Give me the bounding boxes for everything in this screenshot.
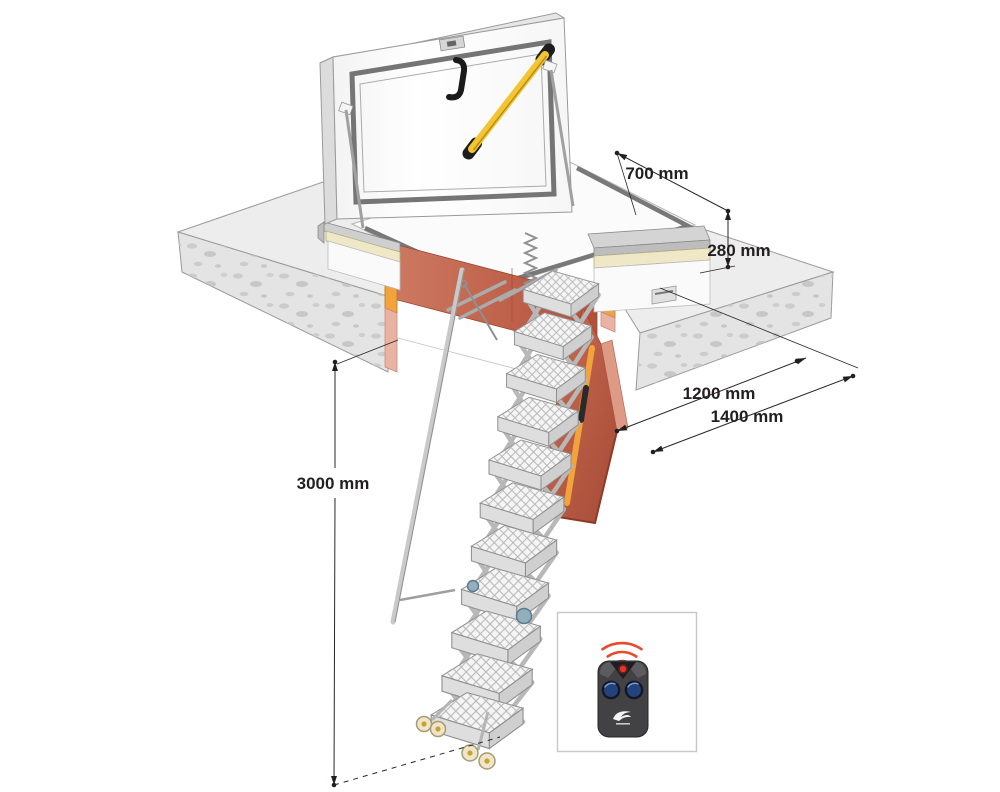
dimension-label-1400: 1400 mm bbox=[711, 407, 784, 426]
lid-handle bbox=[446, 57, 468, 101]
dimension-label-700: 700 mm bbox=[625, 164, 688, 183]
ext-line-3000-top bbox=[336, 339, 399, 365]
right-strut-bracket bbox=[542, 59, 558, 74]
floor-dashed-line bbox=[333, 736, 501, 786]
right-gas-strut bbox=[549, 69, 575, 207]
dimension-label-3000: 3000 mm bbox=[297, 474, 370, 493]
pole-bracket bbox=[399, 588, 456, 602]
mechanism-details bbox=[390, 232, 558, 625]
dim-line-3000-lower bbox=[333, 497, 336, 786]
scissor-ladder bbox=[415, 270, 601, 770]
balance-spring bbox=[522, 232, 539, 294]
ext-line-1400-right bbox=[659, 287, 859, 369]
dimension-label-280: 280 mm bbox=[707, 241, 770, 260]
dim-line-700 bbox=[616, 152, 729, 212]
remote-button-right[interactable] bbox=[625, 681, 643, 699]
remote-button-right-highlight bbox=[627, 682, 639, 688]
dim-line-1200 bbox=[616, 357, 807, 432]
hatch-lid bbox=[319, 12, 575, 229]
remote-control-panel bbox=[556, 611, 698, 753]
left-slab-cut-face-speckles bbox=[178, 232, 390, 372]
led-indicator bbox=[619, 665, 627, 673]
remote-button-left-highlight bbox=[604, 682, 616, 688]
lid-spring-strut bbox=[468, 51, 549, 153]
ext-line-700 bbox=[616, 152, 637, 216]
lid-gasket-frame bbox=[349, 39, 557, 205]
lifting-spindle bbox=[564, 345, 595, 506]
left-curb-flashing-drip bbox=[317, 221, 325, 244]
glide-pulley-upper bbox=[466, 579, 480, 593]
right-hanging-liner bbox=[600, 311, 616, 333]
left-strut-bracket bbox=[338, 101, 354, 116]
brand-logo-icon bbox=[613, 711, 631, 721]
right-slab-cut-face-speckles bbox=[636, 272, 833, 390]
remote-button-left[interactable] bbox=[602, 681, 620, 699]
ladder-feet bbox=[415, 698, 496, 770]
brand-logo-wordmark bbox=[616, 723, 630, 725]
left-hanging-liner bbox=[384, 307, 398, 373]
lid-gasket-inner-line bbox=[359, 53, 547, 193]
crank-hook-rod bbox=[463, 283, 498, 341]
dim-line-1400 bbox=[652, 375, 854, 453]
spindle-nut bbox=[578, 385, 589, 423]
right-curb-vent-slot bbox=[654, 290, 674, 295]
dimension-annotations: 700 mm 280 mm 1200 mm 1400 mm 3000 mm bbox=[297, 150, 859, 788]
hatch-upstand bbox=[317, 221, 711, 313]
left-curb-face bbox=[327, 240, 401, 291]
remote-body bbox=[597, 660, 649, 738]
lid-spring-strut-shade bbox=[472, 55, 548, 151]
left-gas-strut bbox=[344, 109, 365, 229]
lid-latch bbox=[438, 35, 466, 52]
operating-pole bbox=[390, 267, 465, 625]
glide-pulley-lower bbox=[515, 607, 533, 625]
operating-pole-edge bbox=[394, 269, 465, 623]
right-shaft-wall-outer-edge bbox=[600, 339, 629, 432]
dimension-label-1200: 1200 mm bbox=[683, 384, 756, 403]
